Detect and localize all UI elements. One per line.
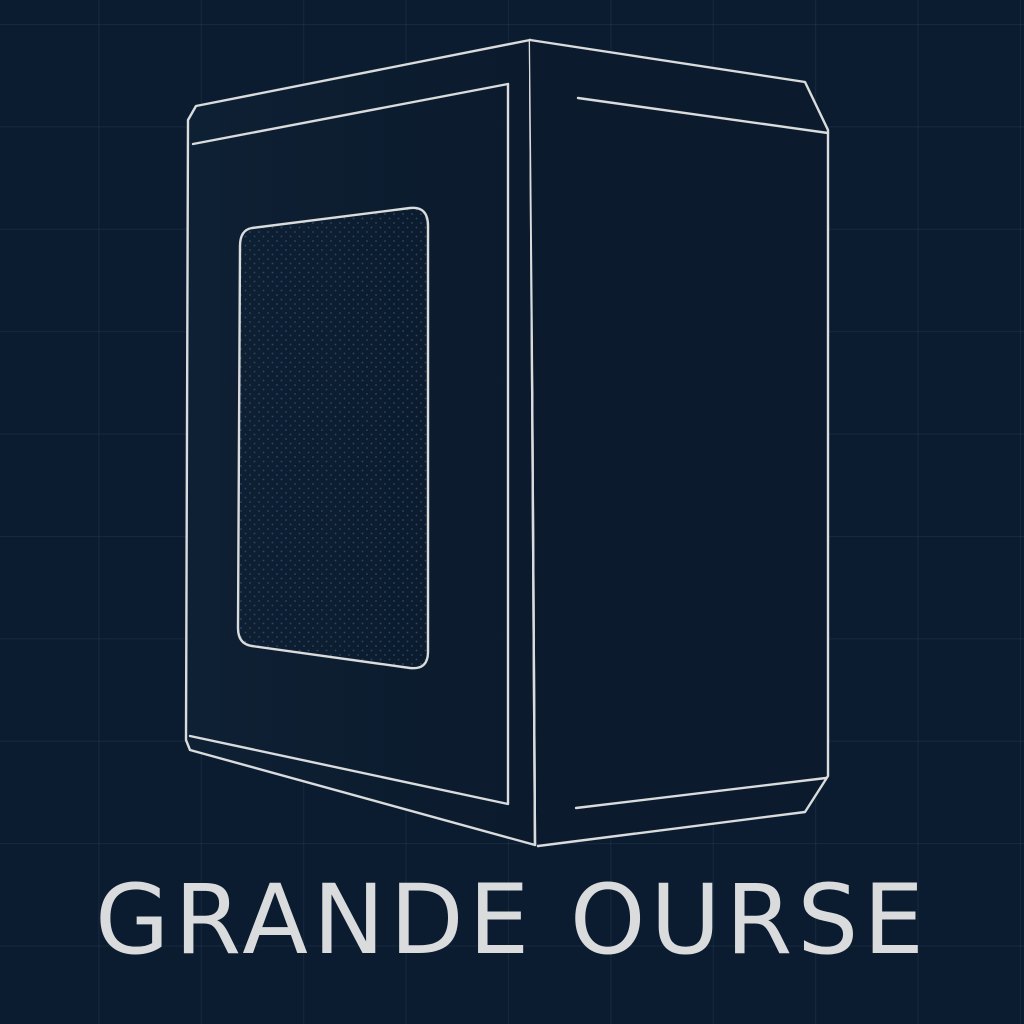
- side-top-bevel: [576, 96, 830, 135]
- side-bottom-bevel: [574, 776, 828, 810]
- center-spine: [528, 38, 537, 847]
- front-window: [236, 206, 430, 670]
- brand-title: GRANDE OURSE: [95, 864, 929, 976]
- front-inner-edge: [188, 82, 510, 806]
- front-top-bevel: [191, 82, 510, 146]
- side-panel: [528, 38, 830, 848]
